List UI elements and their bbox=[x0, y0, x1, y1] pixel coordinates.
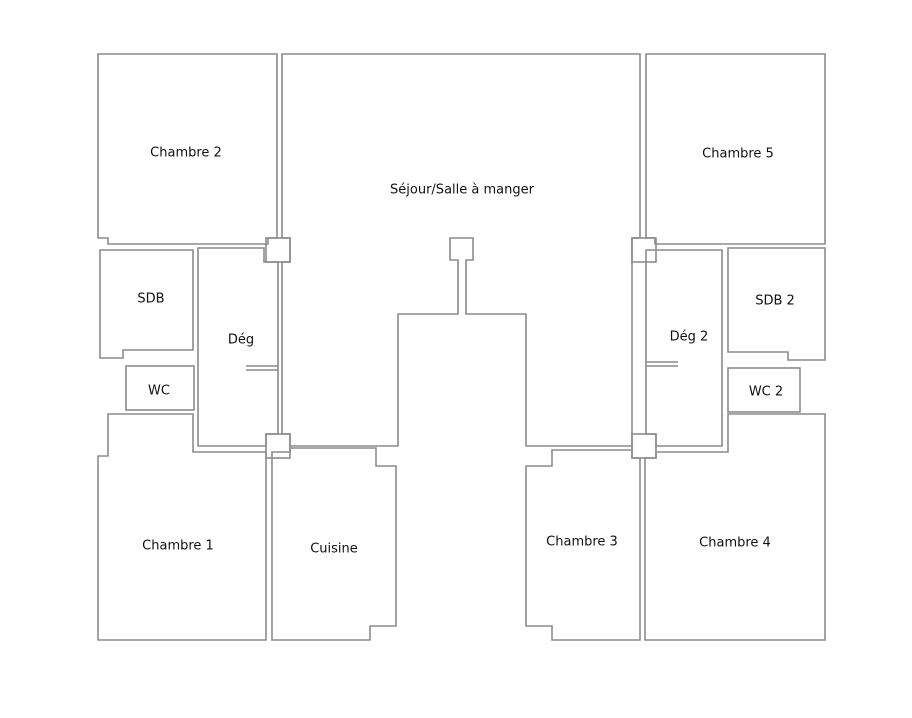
wall-sdb bbox=[99, 249, 194, 359]
wall-chambre-1 bbox=[97, 413, 267, 641]
wall-wc bbox=[125, 365, 195, 411]
wall-deg-2 bbox=[645, 249, 723, 447]
pillar-top-left bbox=[265, 237, 291, 263]
wall-chambre-3 bbox=[525, 449, 641, 641]
wall-chambre-4 bbox=[644, 413, 826, 641]
label-sejour: Séjour/Salle à manger bbox=[390, 183, 535, 198]
wall-sejour bbox=[281, 53, 641, 447]
pillar-bottom-left bbox=[265, 433, 291, 459]
label-cuisine: Cuisine bbox=[310, 542, 358, 557]
label-chambre-1: Chambre 1 bbox=[142, 539, 214, 554]
label-wc: WC bbox=[148, 384, 170, 399]
label-chambre-5: Chambre 5 bbox=[702, 147, 774, 162]
label-chambre-2: Chambre 2 bbox=[150, 146, 222, 161]
wall-wc-2 bbox=[727, 367, 801, 413]
wall-sdb-2 bbox=[727, 247, 826, 361]
wall-cuisine bbox=[271, 447, 397, 641]
label-sdb: SDB bbox=[137, 292, 164, 307]
label-chambre-4: Chambre 4 bbox=[699, 536, 771, 551]
label-deg: Dég bbox=[228, 333, 254, 348]
wall-deg-2-partition bbox=[646, 361, 678, 367]
wall-deg bbox=[197, 247, 279, 447]
label-deg-2: Dég 2 bbox=[670, 330, 709, 345]
wall-deg-partition bbox=[246, 365, 278, 371]
label-wc-2: WC 2 bbox=[749, 385, 783, 400]
wall-chambre-2 bbox=[97, 53, 278, 245]
label-chambre-3: Chambre 3 bbox=[546, 535, 618, 550]
label-sdb-2: SDB 2 bbox=[755, 294, 795, 309]
pillar-bottom-right bbox=[631, 433, 657, 459]
